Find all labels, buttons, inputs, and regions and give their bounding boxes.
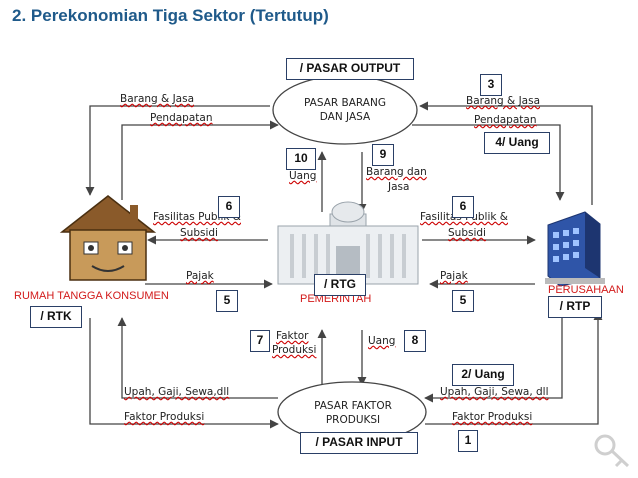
barang-dan-jasa-label-2: Jasa xyxy=(388,181,410,193)
upah-right-label: Upah, Gaji, Sewa, dll xyxy=(440,386,549,398)
number-box-9: 9 xyxy=(372,144,394,166)
fasilitas-right-label-2: Subsidi xyxy=(448,227,486,239)
barang-dan-jasa-label-1: Barang dan xyxy=(366,166,427,178)
fasilitas-left-label-2: Subsidi xyxy=(180,227,218,239)
arrow-barang-to-rtk xyxy=(85,105,270,196)
uang-top-label: Uang xyxy=(289,170,317,182)
number-box-1: 1 xyxy=(458,430,478,452)
number-box-2: 2/ Uang xyxy=(452,364,514,386)
arrow-faktor-to-rtp xyxy=(425,311,603,425)
barang-jasa-left-label: Barang & Jasa xyxy=(120,93,195,105)
rtg-label: PEMERINTAH xyxy=(300,293,372,305)
page-title: 2. Perekonomian Tiga Sektor (Tertutup) xyxy=(12,6,329,25)
number-box-7: 7 xyxy=(250,330,270,352)
upah-left-label: Upah, Gaji, Sewa,dll xyxy=(124,386,230,398)
arrow-pendapatan-to-rtp xyxy=(412,124,565,201)
arrow-rtk-pendapatan xyxy=(121,120,279,200)
rtk-label: RUMAH TANGGA KONSUMEN xyxy=(14,290,169,302)
pasar-barang-label: PASAR BARANG DAN JASA xyxy=(304,97,386,123)
arrow-rtk-faktor xyxy=(89,318,279,429)
pasar-input-box: / PASAR INPUT xyxy=(300,432,418,454)
number-box-3: 3 xyxy=(480,74,502,96)
house-icon xyxy=(59,195,157,281)
number-box-6-right: 6 xyxy=(452,196,474,218)
number-box-4: 4/ Uang xyxy=(484,132,550,154)
rtg-box: / RTG xyxy=(314,274,366,296)
barang-jasa-right-label: Barang & Jasa xyxy=(466,95,541,107)
pasar-output-box: / PASAR OUTPUT xyxy=(286,58,414,80)
arrow-upah-to-rtk xyxy=(117,317,278,399)
number-box-5-left: 5 xyxy=(216,290,238,312)
number-box-6-left: 6 xyxy=(218,196,240,218)
rtk-box: / RTK xyxy=(30,306,82,328)
rtp-label: PERUSAHAAN xyxy=(548,284,624,296)
faktor-right-label: Faktor Produksi xyxy=(452,411,533,423)
government-building-icon xyxy=(277,201,419,285)
number-box-10: 10 xyxy=(286,148,316,170)
pendapatan-left-label: Pendapatan xyxy=(150,112,213,124)
rtp-box: / RTP xyxy=(548,296,602,318)
arrow-rtp-upah xyxy=(424,318,563,403)
company-building-icon xyxy=(545,211,605,287)
pajak-right-label: Pajak xyxy=(440,270,468,282)
pajak-left-label: Pajak xyxy=(186,270,214,282)
faktor-mid-label-1: Faktor xyxy=(276,330,309,342)
faktor-left-label: Faktor Produksi xyxy=(124,411,205,423)
number-box-8: 8 xyxy=(404,330,426,352)
arrow-rtp-barang xyxy=(419,101,593,205)
key-icon xyxy=(594,434,630,468)
number-box-5-right: 5 xyxy=(452,290,474,312)
pendapatan-right-label: Pendapatan xyxy=(474,114,537,126)
uang-mid-label: Uang xyxy=(368,335,396,347)
pasar-faktor-label: PASAR FAKTOR PRODUKSI xyxy=(314,400,392,426)
faktor-mid-label-2: Produksi xyxy=(272,344,317,356)
